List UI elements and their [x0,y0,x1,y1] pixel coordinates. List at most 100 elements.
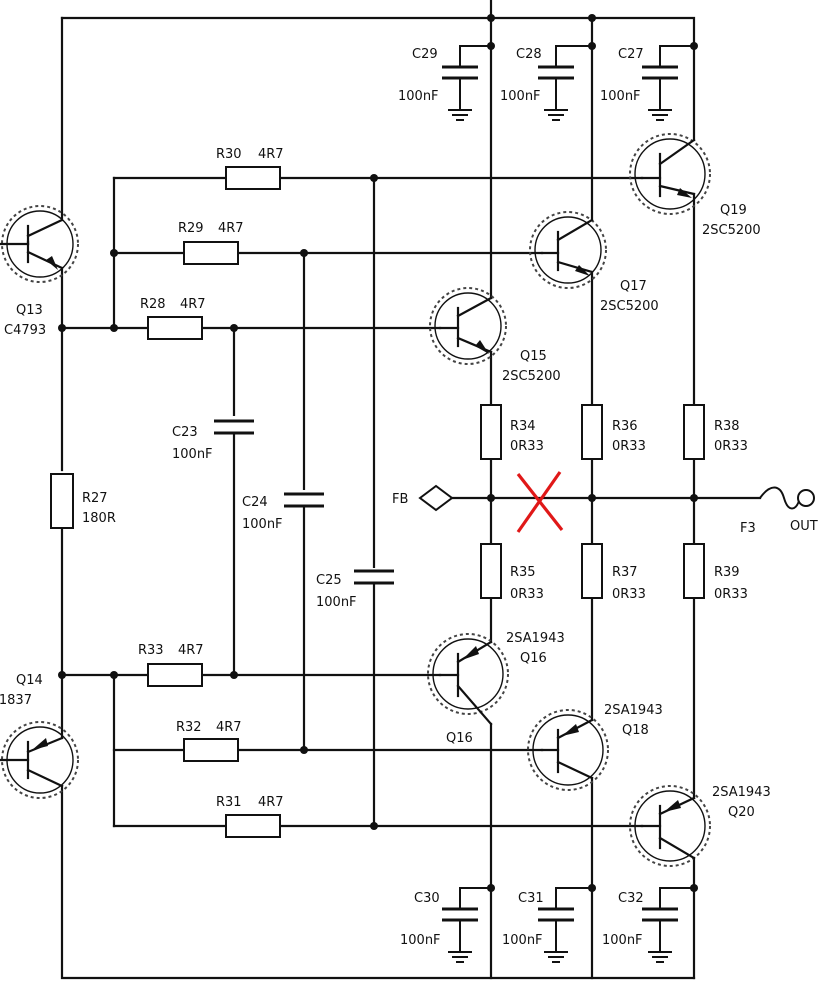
label-output: OUT [790,519,818,534]
label-c31-value: 100nF [502,933,543,948]
label-c30-ref: C30 [414,891,440,906]
coupling-caps [214,416,394,585]
label-r39-value: 0R33 [714,587,748,602]
capacitor-c23 [214,416,254,435]
output-terminal-icon [797,489,815,507]
label-c32-ref: C32 [618,891,644,906]
label-r35-value: 0R33 [510,587,544,602]
label-c29-ref: C29 [412,47,438,62]
label-c27-value: 100nF [600,89,641,104]
resistor-r38 [683,404,705,460]
label-r28-ref: R28 [140,297,166,312]
label-r38-value: 0R33 [714,439,748,454]
label-r29-value: 4R7 [218,221,244,236]
cross-mark-icon [516,471,564,533]
label-q17-ref: Q17 [620,279,647,294]
label-q20-part: 2SA1943 [712,785,771,800]
capacitor-c27 [642,45,694,121]
capacitor-c32 [642,887,694,963]
resistor-r36 [581,404,603,460]
label-c28-value: 100nF [500,89,541,104]
resistors [50,166,705,838]
label-r37-ref: R37 [612,565,638,580]
label-r31-ref: R31 [216,795,242,810]
label-r34-value: 0R33 [510,439,544,454]
label-r30-ref: R30 [216,147,242,162]
resistor-r27 [50,473,74,529]
decoupling-caps-top [442,45,694,121]
label-r34-ref: R34 [510,419,536,434]
capacitor-c24 [284,490,324,508]
label-c24-ref: C24 [242,495,268,510]
label-r32-ref: R32 [176,720,202,735]
transistor-q20 [629,785,711,867]
label-c29-value: 100nF [398,89,439,104]
label-q20-ref: Q20 [728,805,755,820]
transistor-q15 [429,287,507,365]
label-r30-value: 4R7 [258,147,284,162]
capacitor-c31 [538,887,592,963]
label-r33-ref: R33 [138,643,164,658]
label-c25-value: 100nF [316,595,357,610]
junctions [58,14,698,892]
label-r38-ref: R38 [714,419,740,434]
label-c25-ref: C25 [316,573,342,588]
resistor-r31 [225,814,281,838]
transistor-q13 [0,205,79,283]
label-r33-value: 4R7 [178,643,204,658]
capacitor-c29 [442,45,491,121]
label-c23-value: 100nF [172,447,213,462]
label-r36-ref: R36 [612,419,638,434]
resistor-r29 [183,241,239,265]
label-c24-value: 100nF [242,517,283,532]
label-r35-ref: R35 [510,565,536,580]
label-q19-part: 2SC5200 [702,223,761,238]
resistor-labels: R30 4R7 R29 4R7 R28 4R7 R27 180R R33 4R7… [82,147,748,810]
resistor-r30 [225,166,281,190]
port-labels: FB F3 OUT [392,492,818,536]
resistor-r32 [183,738,239,762]
label-r28-value: 4R7 [180,297,206,312]
label-r31-value: 4R7 [258,795,284,810]
label-q19-ref: Q19 [720,203,747,218]
label-c32-value: 100nF [602,933,643,948]
label-r36-value: 0R33 [612,439,646,454]
label-r29-ref: R29 [178,221,204,236]
decoupling-caps-bottom [442,887,694,963]
feedback-port-icon [418,484,454,512]
label-r39-ref: R39 [714,565,740,580]
transistor-q16 [427,633,509,726]
label-r37-value: 0R33 [612,587,646,602]
label-fuse: F3 [740,521,756,536]
capacitor-c28 [538,45,592,121]
label-q13-ref: Q13 [16,303,43,318]
capacitor-c30 [442,887,491,963]
label-q17-part: 2SC5200 [600,299,659,314]
label-c23-ref: C23 [172,425,198,440]
label-c30-value: 100nF [400,933,441,948]
resistor-r39 [683,543,705,599]
label-q14-ref: Q14 [16,673,43,688]
label-c28-ref: C28 [516,47,542,62]
resistor-r35 [480,543,502,599]
transistor-q17 [529,211,607,289]
transistor-q14 [0,721,79,799]
label-r32-value: 4R7 [216,720,242,735]
resistor-r34 [480,404,502,460]
transistor-q18 [527,709,609,791]
label-q14-part: A1837 [0,693,32,708]
label-c31-ref: C31 [518,891,544,906]
label-q16-ref-lower: Q16 [446,731,473,746]
label-q15-part: 2SC5200 [502,369,561,384]
transistor-q19 [629,133,711,215]
label-q16-part: 2SA1943 [506,631,565,646]
resistor-r37 [581,543,603,599]
label-q13-part: C4793 [4,323,46,338]
label-r27-value: 180R [82,511,116,526]
label-q18-part: 2SA1943 [604,703,663,718]
resistor-r33 [147,663,203,687]
label-q15-ref: Q15 [520,349,547,364]
label-q16-ref: Q16 [520,651,547,666]
label-r27-ref: R27 [82,491,108,506]
